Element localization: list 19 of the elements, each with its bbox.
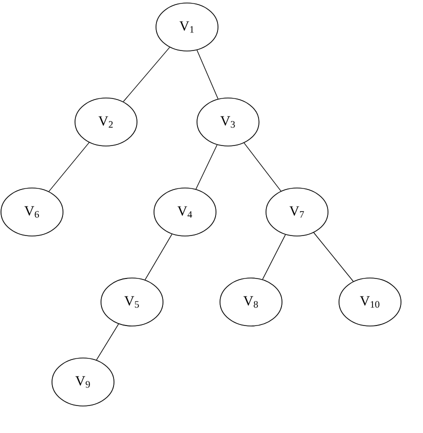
tree-node: V$_{7}$ — [266, 188, 328, 236]
tree-node: V$_{4}$ — [154, 188, 216, 236]
tree-node: V$_{8}$ — [220, 278, 282, 326]
tree-edge — [262, 234, 286, 280]
tree-node: V$_{10}$ — [338, 278, 402, 326]
tree-edge — [123, 46, 170, 102]
tree-node: V$_{1}$ — [156, 2, 218, 52]
tree-node: V$_{6}$ — [0, 188, 64, 236]
tree-edge — [96, 324, 119, 360]
tree-edge — [196, 144, 218, 190]
tree-node: V$_{3}$ — [196, 98, 260, 146]
tree-node: V$_{9}$ — [52, 358, 114, 406]
tree-edge — [196, 50, 218, 100]
tree-edge — [48, 142, 90, 192]
tree-edge — [313, 232, 354, 282]
tree-edge — [244, 142, 282, 192]
tree-node: V$_{2}$ — [74, 98, 138, 146]
tree-node: V$_{5}$ — [100, 278, 164, 326]
tree-edge — [144, 234, 172, 280]
